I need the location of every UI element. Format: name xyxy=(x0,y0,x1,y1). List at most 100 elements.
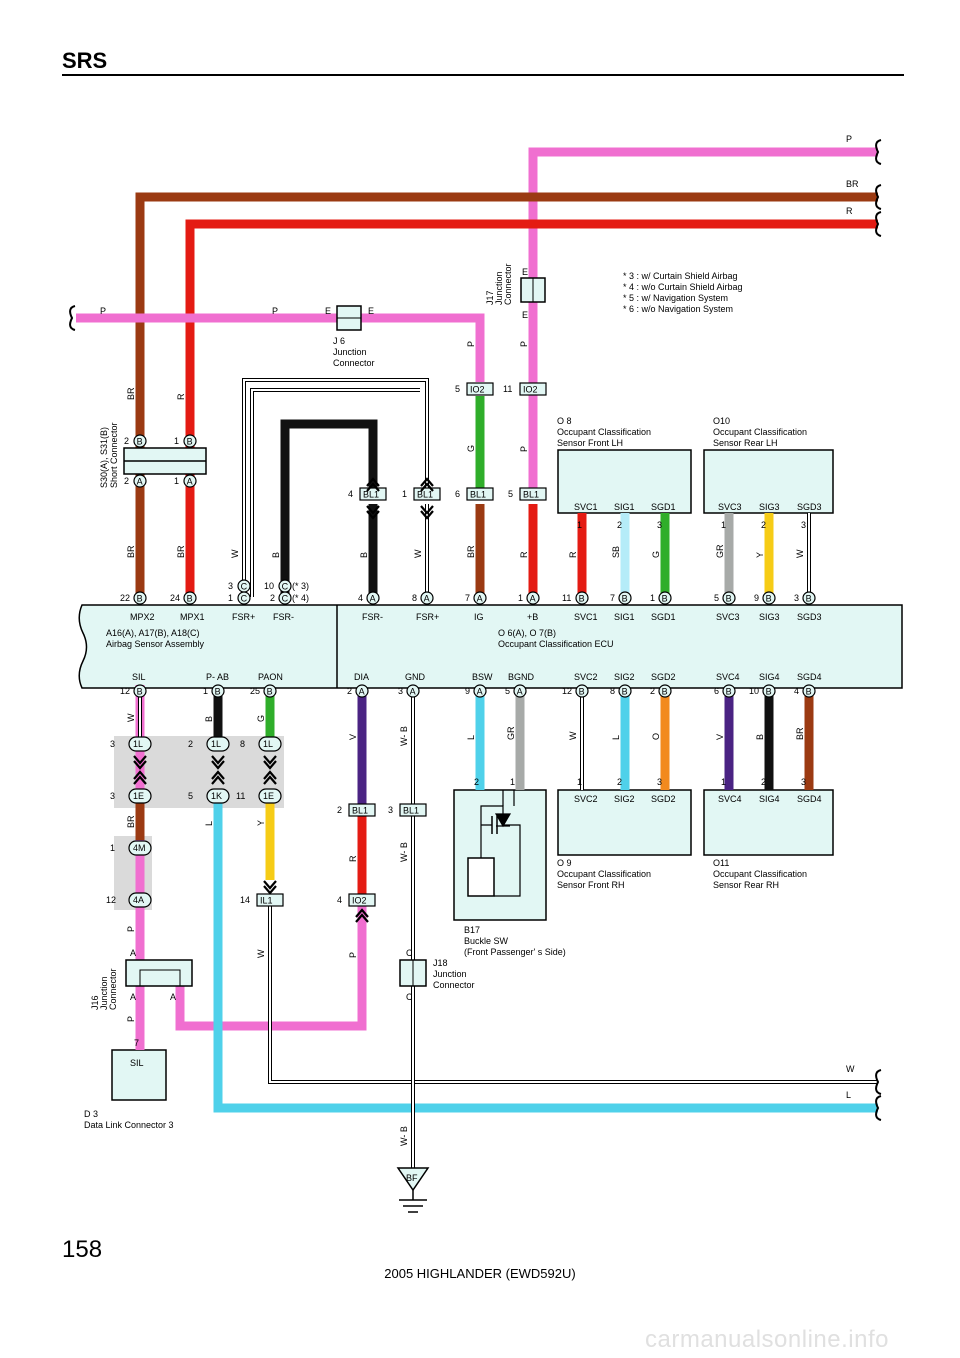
junc-pill-label-5: 1E xyxy=(263,791,274,801)
conn-top-11-ring xyxy=(802,591,816,605)
j17-name: Junction xyxy=(494,271,504,305)
note-4: * 6 : w/o Navigation System xyxy=(623,304,733,314)
tag-conn-5: BL1 xyxy=(523,490,539,500)
wire-color-18: BR xyxy=(466,545,476,558)
o11-pin-0: SVC4 xyxy=(718,794,742,804)
conn-bot-11-ring xyxy=(762,684,776,698)
pin-num-4: 2 xyxy=(761,520,766,530)
occ-pin-top-8: SIG3 xyxy=(759,612,780,622)
o10-pin-2: SGD3 xyxy=(797,502,822,512)
s30-code: S30(A), S31(B) xyxy=(99,427,109,488)
j16-name: Junction xyxy=(99,976,109,1010)
wire-break-right-1 xyxy=(875,184,882,210)
conn-c1: C xyxy=(241,594,248,604)
junc-pill-label-6: 4M xyxy=(133,843,146,853)
junc-pill-num-6: 1 xyxy=(110,843,115,853)
o10-label: O10 Occupant Classification Sensor Rear … xyxy=(713,416,807,448)
o10-code: O10 xyxy=(713,416,730,426)
conn-top-num-3: 8 xyxy=(412,593,417,603)
conn-bot-2: B xyxy=(267,687,273,697)
o11-sensor-box xyxy=(703,789,834,856)
conn-bot-12: B xyxy=(806,687,812,697)
wire-break-color-4: L xyxy=(846,1090,851,1100)
pin-num-9: 1 xyxy=(721,777,726,787)
conn-bot-5-ring xyxy=(473,684,487,698)
conn-bot-num-7: 12 xyxy=(562,686,572,696)
tag-conn-1: IO2 xyxy=(523,385,538,395)
airbag-pin-bottom-0: SIL xyxy=(132,672,146,682)
wire-w-fsr-plus-outline xyxy=(242,378,429,597)
conn-bot-12-ring xyxy=(802,684,816,698)
conn-top-5: A xyxy=(530,594,536,604)
tag-conn-8: IO2 xyxy=(352,896,367,906)
conn-bot-8-ring xyxy=(618,684,632,698)
conn-bot-9: B xyxy=(662,687,668,697)
pin-num-2: 3 xyxy=(657,520,662,530)
wire-break-color-1: BR xyxy=(846,179,859,189)
j6-label: J 6 Junction Connector xyxy=(333,336,375,368)
tag-conn-num-4: 6 xyxy=(455,489,460,499)
o11-label: O11 Occupant Classification Sensor Rear … xyxy=(713,858,807,890)
wire-break-left xyxy=(69,305,76,331)
j17-name2: Connector xyxy=(503,263,513,305)
pin-num-1: 2 xyxy=(617,520,622,530)
wire-color-45: W xyxy=(256,949,266,958)
pin-num-7: 2 xyxy=(617,777,622,787)
wire-color-32: GR xyxy=(506,726,516,740)
s30-b2: B xyxy=(137,437,143,447)
j6-code: J 6 xyxy=(333,336,345,346)
wire-color-33: W xyxy=(568,731,578,740)
chevron-down-0 xyxy=(366,505,380,520)
o11-code: O11 xyxy=(713,858,729,868)
wire-color-31: L xyxy=(466,735,476,740)
junc-pill-3 xyxy=(128,788,152,804)
pin-num-12: 2 xyxy=(474,777,479,787)
o9-name2: Sensor Front RH xyxy=(557,880,625,890)
j16-code: J16 xyxy=(90,995,100,1010)
ecu-occ-label: O 6(A), O 7(B) Occupant Classification E… xyxy=(498,628,614,649)
conn-bot-3: A xyxy=(359,687,365,697)
s30-a1-num: 1 xyxy=(174,476,179,486)
conn-top-5-ring xyxy=(526,591,540,605)
conn-top-num-1: 24 xyxy=(170,593,180,603)
conn-bot-5: A xyxy=(477,687,483,697)
buckle-capacitor xyxy=(491,816,498,834)
conn-bot-num-12: 4 xyxy=(794,686,799,696)
conn-top-3-ring xyxy=(420,591,434,605)
wire-color-5: E xyxy=(522,310,528,320)
o8-name: Occupant Classification xyxy=(557,427,651,437)
wire-color-41: Y xyxy=(256,820,266,826)
conn-bot-6-ring xyxy=(513,684,527,698)
conn-top-num-5: 1 xyxy=(518,593,523,603)
conn-top-1-ring xyxy=(183,591,197,605)
tag-conn-num-0: 5 xyxy=(455,384,460,394)
conn-bot-11: B xyxy=(766,687,772,697)
conn-bot-2-ring xyxy=(263,684,277,698)
conn-bot-num-10: 6 xyxy=(714,686,719,696)
occ-pin-top-0: FSR- xyxy=(362,612,383,622)
occ-ecu-name: Occupant Classification ECU xyxy=(498,639,614,649)
o8-pin-2: SGD1 xyxy=(651,502,676,512)
junc-pill-6 xyxy=(128,840,152,856)
wire-color-15: B xyxy=(271,552,281,558)
s30-label: S30(A), S31(B) Short Connector xyxy=(99,422,119,488)
occ-pin-bottom-1: GND xyxy=(405,672,426,682)
conn-bot-1-ring xyxy=(211,684,225,698)
o10-sensor-box xyxy=(703,449,834,514)
tag-conn-6: BL1 xyxy=(352,806,368,816)
wire-color-46: P xyxy=(348,952,358,958)
wire-color-42: R xyxy=(348,855,358,862)
conn-bot-8: B xyxy=(622,687,628,697)
wire-color-11: P xyxy=(519,446,529,452)
b17-name2: (Front Passenger' s Side) xyxy=(464,947,566,957)
junc-pill-label-3: 1E xyxy=(133,791,144,801)
conn-top-7-ring xyxy=(618,591,632,605)
conn-top-0-ring xyxy=(133,591,147,605)
j18-code: J18 xyxy=(433,958,448,968)
footer-text: 2005 HIGHLANDER (EWD592U) xyxy=(384,1266,576,1281)
conn-bot-4: A xyxy=(410,687,416,697)
airbag-pin-top-1: MPX1 xyxy=(180,612,205,622)
conn-c2-ring xyxy=(278,591,292,605)
